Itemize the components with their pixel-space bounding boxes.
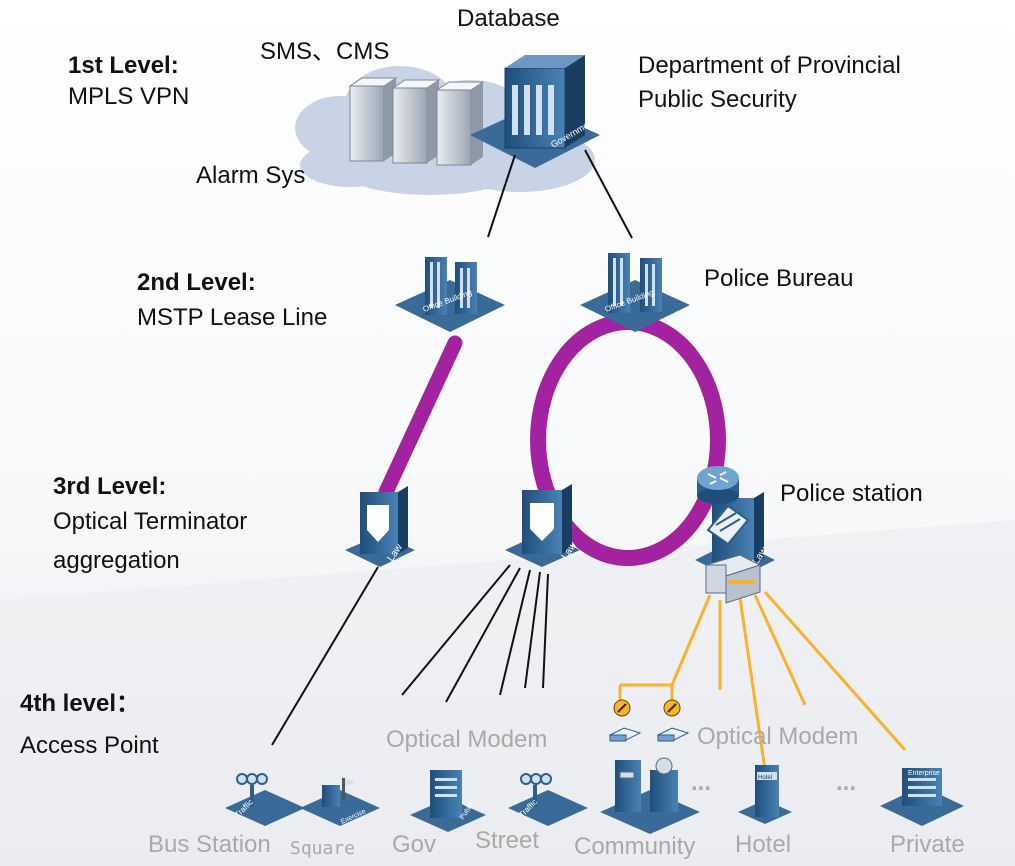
hotel-sign: Hotel	[758, 775, 772, 781]
olt-device-icon	[704, 554, 762, 604]
enterprise-sign: Enterprise	[908, 770, 940, 777]
optical-modem-icon	[656, 727, 690, 742]
office-building-icon: Office Building	[395, 257, 505, 332]
level3-desc1: Optical Terminator	[53, 508, 248, 535]
law-building-icon: Law	[505, 484, 580, 567]
gov-building-icon: Public	[410, 770, 486, 832]
fiber-links	[618, 591, 907, 771]
splitter-icon	[613, 699, 631, 717]
access-square: Square	[290, 838, 356, 859]
access-private: Private	[890, 831, 965, 858]
access-street: Street	[475, 827, 540, 854]
level1-title: 1st Level:	[68, 52, 179, 79]
ellipsis-right: ...	[836, 769, 857, 796]
office-building-icon: Office Building	[580, 253, 690, 332]
access-gov: Gov	[392, 831, 437, 858]
level4-desc: Access Point	[20, 732, 159, 759]
access-hotel: Hotel	[735, 831, 792, 858]
police-station-label: Police station	[780, 480, 923, 507]
community-building-icon	[600, 757, 700, 834]
street-building-icon: Traffic	[508, 773, 588, 826]
server-rack-icon	[348, 77, 485, 166]
level2-title: 2nd Level:	[137, 269, 256, 296]
ellipsis-left: ...	[691, 769, 712, 796]
router-icon	[697, 466, 739, 504]
department-line1: Department of Provincial	[638, 52, 901, 79]
level2-desc: MSTP Lease Line	[137, 304, 328, 331]
level3-desc2: aggregation	[53, 547, 180, 574]
police-bureau-label: Police Bureau	[704, 265, 854, 292]
optical-modem-left-label: Optical Modem	[386, 726, 548, 753]
alarm-sys-label: Alarm Sys	[196, 162, 306, 189]
switch-icon	[706, 504, 750, 546]
level4-title: 4th level：	[20, 690, 141, 717]
links	[271, 149, 633, 746]
level1-desc: MPLS VPN	[68, 83, 190, 110]
government-building-icon: Government	[470, 55, 600, 168]
traffic-building-icon: Traffic	[225, 773, 305, 826]
hotel-building-icon: Hotel	[738, 765, 792, 824]
sms-cms-label: SMS、CMS	[260, 38, 390, 65]
optical-modem-icon	[608, 727, 642, 742]
level3-title: 3rd Level:	[53, 473, 167, 500]
splitter-icon	[663, 699, 681, 717]
access-bus-station: Bus Station	[148, 831, 271, 858]
optical-modem-right-label: Optical Modem	[697, 723, 859, 750]
law-building-icon: Law	[345, 486, 415, 567]
access-community: Community	[574, 833, 696, 860]
database-label: Database	[457, 5, 560, 32]
enterprise-building-icon: Enterprise	[880, 768, 964, 826]
department-line2: Public Security	[638, 86, 797, 113]
